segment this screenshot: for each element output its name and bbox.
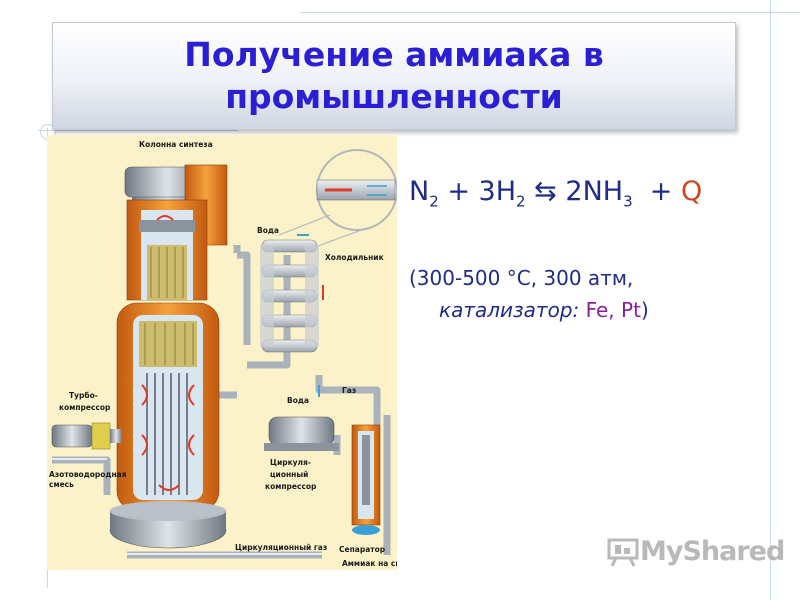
- slide-title: Получение аммиака в промышленности: [184, 35, 604, 116]
- eq-equilibrium-arrows: ⇆: [534, 176, 557, 207]
- label-mix-2: смесь: [49, 480, 74, 489]
- eq-n2-sub: 2: [429, 192, 439, 211]
- turbo-compressor: [51, 422, 122, 450]
- eq-plus: +: [649, 176, 673, 207]
- eq-nh3-sub: 3: [623, 192, 633, 211]
- label-turbo-1: Турбо-: [69, 391, 98, 400]
- zoom-inset: [278, 149, 397, 248]
- eq-n2: N: [409, 176, 430, 207]
- decor-line-top: [300, 12, 800, 13]
- label-water-top: Вода: [257, 226, 279, 235]
- reaction-equation: N2 + 3H2 ⇆ 2NH3 + Q: [409, 176, 702, 210]
- eq-product: 2NH: [565, 176, 624, 207]
- eq-heat: Q: [681, 176, 703, 207]
- label-circ-3: компрессор: [265, 482, 317, 491]
- cooler-coil: [260, 234, 324, 397]
- watermark-text: MyShared: [640, 536, 785, 567]
- decor-line-left: [38, 130, 238, 131]
- label-circ-1: Циркуля-: [270, 458, 311, 467]
- circulation-compressor: [264, 416, 339, 451]
- catalyst-label: катализатор:: [439, 298, 580, 322]
- label-separator: Сепаратор: [339, 545, 386, 554]
- pipe-highlights: [52, 458, 322, 555]
- decor-line-vertical: [770, 0, 771, 600]
- label-cooler: Холодильник: [325, 253, 384, 262]
- column-main: [109, 302, 227, 549]
- eq-plus-h2: + 3H: [447, 176, 517, 207]
- ammonia-plant-diagram: Колонна синтеза Вода Холодильник Газ Вод…: [47, 135, 397, 570]
- conditions-line-2: катализатор: Fe, Pt): [409, 294, 649, 326]
- flow-arrows: [141, 215, 195, 491]
- label-water-mid: Вода: [287, 396, 309, 405]
- plant-svg: Колонна синтеза Вода Холодильник Газ Вод…: [49, 140, 397, 568]
- label-circ-gas: Циркуляционный газ: [235, 543, 327, 552]
- label-ammonia: Аммиак на скла: [342, 559, 397, 568]
- label-gas: Газ: [342, 386, 356, 395]
- conditions-close-paren: ): [640, 298, 649, 322]
- column-top: [124, 164, 228, 301]
- watermark: MyShared: [606, 536, 785, 567]
- title-box: Получение аммиака в промышленности: [52, 22, 736, 130]
- conditions-line-1: (300-500 °C, 300 атм,: [409, 266, 634, 290]
- label-mix-1: Азотоводородная: [49, 470, 127, 479]
- label-column: Колонна синтеза: [139, 140, 213, 149]
- label-circ-2: ционный: [270, 470, 308, 479]
- eq-h2-sub: 2: [516, 192, 526, 211]
- reaction-conditions: (300-500 °C, 300 атм, катализатор: Fe, P…: [409, 262, 649, 326]
- label-turbo-2: компрессор: [59, 403, 111, 412]
- presentation-board-icon: [607, 538, 639, 567]
- catalyst-metals: Fe, Pt: [585, 298, 641, 322]
- separator-vessel: [351, 424, 381, 535]
